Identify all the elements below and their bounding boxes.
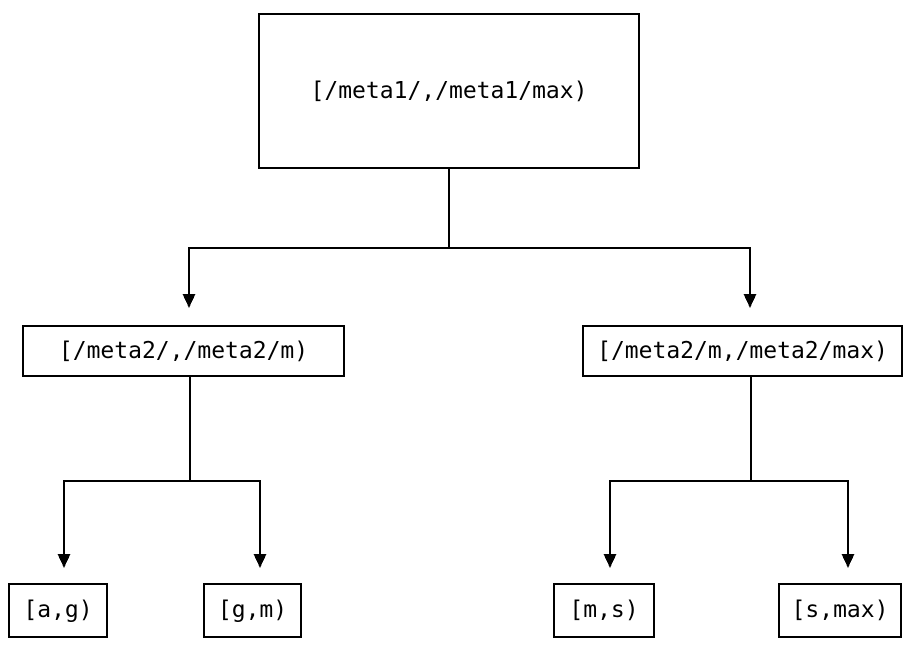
node-right-child: [/meta2/m,/meta2/max)	[582, 325, 903, 377]
arrowhead-to-leaf-ms	[603, 554, 617, 568]
node-leaf-smax: [s,max)	[778, 583, 902, 638]
arrowhead-to-left-child	[182, 294, 196, 308]
node-leaf-gm: [g,m)	[203, 583, 302, 638]
node-left-child: [/meta2/,/meta2/m)	[22, 325, 345, 377]
node-leaf-ag-label: [a,g)	[23, 597, 93, 623]
node-leaf-ms-label: [m,s)	[569, 597, 639, 623]
node-leaf-ms: [m,s)	[553, 583, 655, 638]
arrowhead-to-leaf-gm	[253, 554, 267, 568]
arrowhead-to-leaf-ag	[57, 554, 71, 568]
node-leaf-ag: [a,g)	[8, 583, 108, 638]
arrowhead-to-right-child	[743, 294, 757, 308]
node-left-child-label: [/meta2/,/meta2/m)	[58, 337, 309, 364]
arrowhead-to-leaf-smax	[841, 554, 855, 568]
node-right-child-label: [/meta2/m,/meta2/max)	[597, 337, 888, 364]
node-root-label: [/meta1/,/meta1/max)	[310, 77, 588, 104]
node-root: [/meta1/,/meta1/max)	[258, 13, 640, 169]
node-leaf-gm-label: [g,m)	[217, 597, 288, 623]
node-leaf-smax-label: [s,max)	[791, 597, 889, 623]
